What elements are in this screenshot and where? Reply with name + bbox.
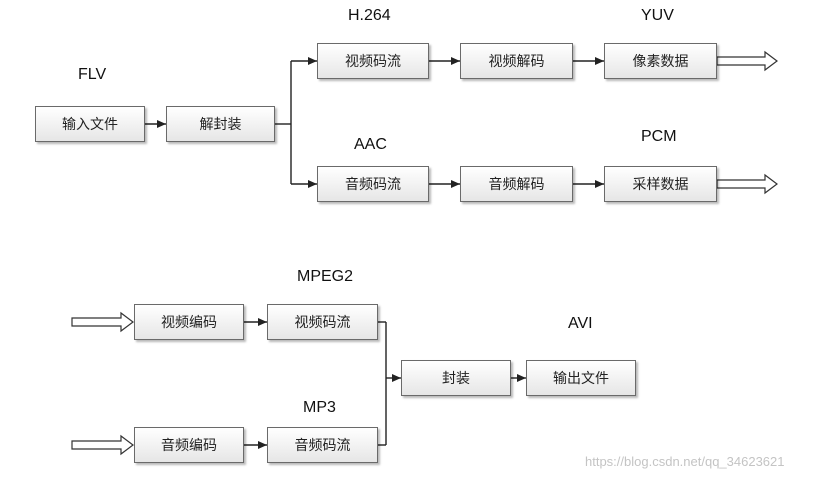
box-pixel-data: 像素数据 — [604, 43, 717, 79]
box-audio-encode: 音频编码 — [134, 427, 244, 463]
label-avi: AVI — [568, 315, 593, 332]
box-video-decode: 视频解码 — [460, 43, 573, 79]
box-mux: 封装 — [401, 360, 511, 396]
watermark: https://blog.csdn.net/qq_34623621 — [585, 454, 785, 469]
label-flv: FLV — [78, 66, 107, 83]
hollow-arrow-sample-out — [716, 173, 778, 195]
hollow-arrow-audio-in — [71, 434, 134, 456]
label-mp3: MP3 — [303, 399, 336, 416]
box-video-stream: 视频码流 — [317, 43, 429, 79]
label-yuv: YUV — [641, 7, 674, 24]
box-sample-data: 采样数据 — [604, 166, 717, 202]
hollow-arrow-video-in — [71, 311, 134, 333]
box-audio-decode: 音频解码 — [460, 166, 573, 202]
hollow-arrow-pixel-out — [716, 50, 778, 72]
label-h264: H.264 — [348, 7, 391, 24]
label-aac: AAC — [354, 136, 387, 153]
label-mpeg2: MPEG2 — [297, 268, 354, 285]
box-bottom-video-stream: 视频码流 — [267, 304, 378, 340]
box-input-file: 输入文件 — [35, 106, 145, 142]
box-video-encode: 视频编码 — [134, 304, 244, 340]
box-output-file: 输出文件 — [526, 360, 636, 396]
box-bottom-audio-stream: 音频码流 — [267, 427, 378, 463]
box-demux: 解封装 — [166, 106, 275, 142]
label-pcm: PCM — [641, 128, 677, 145]
box-audio-stream: 音频码流 — [317, 166, 429, 202]
